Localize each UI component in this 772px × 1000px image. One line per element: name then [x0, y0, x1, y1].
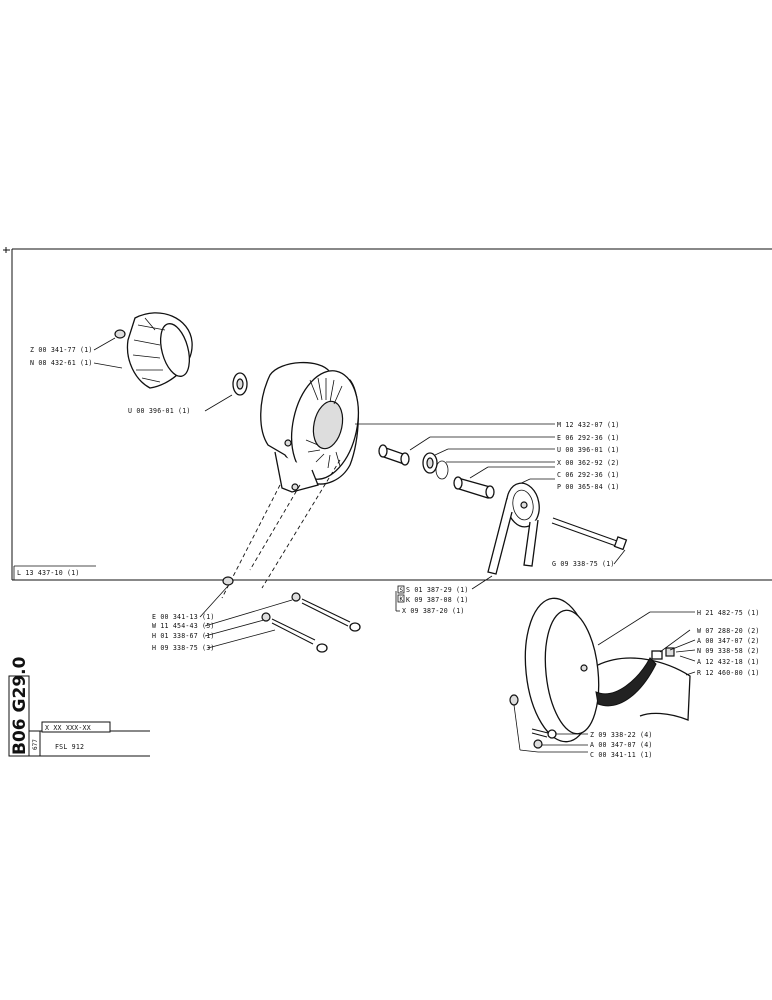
label-stud: H 01 338-67 (1): [152, 632, 215, 640]
label-bearing-left: U 00 396-01 (1): [128, 407, 191, 415]
spacer: [378, 444, 410, 466]
model-label: FSL 912: [55, 743, 84, 751]
label-washer: W 11 454-43 (5): [152, 622, 215, 630]
label-cover-a2: A 12 432-18 (1): [697, 658, 760, 666]
box-code: X XX XXX-XX: [45, 724, 91, 732]
bearing-right: [422, 452, 438, 474]
cover-screws: [509, 694, 557, 749]
side-number: 677: [32, 739, 39, 750]
long-bolt: [551, 517, 628, 551]
label-pulley: P 00 365-84 (1): [557, 483, 620, 491]
belt-s-marker: S: [400, 587, 404, 594]
bearing-left: [232, 372, 248, 396]
fastener-group: [222, 576, 361, 653]
label-screw-z: Z 09 338-22 (4): [590, 731, 653, 739]
label-housing: M 12 432-07 (1): [557, 421, 620, 429]
label-belt-x: X 09 387-20 (1): [402, 607, 465, 615]
label-cover: H 21 482-75 (1): [697, 609, 760, 617]
label-sleeve: C 06 292-36 (1): [557, 471, 620, 479]
label-cover-a1: A 00 347-07 (2): [697, 637, 760, 645]
label-cover-w: W 07 288-20 (2): [697, 627, 760, 635]
label-cover-r: R 12 460-80 (1): [697, 669, 760, 677]
label-bolt: H 09 338-75 (3): [152, 644, 215, 652]
label-fan-hub: N 08 432-61 (1): [30, 359, 93, 367]
label-nut: E 00 341-13 (1): [152, 613, 215, 621]
side-code: B06 G29.0: [10, 656, 30, 755]
label-fan-nut: Z 00 341-77 (1): [30, 346, 93, 354]
belt-k-marker: K: [400, 596, 404, 603]
label-belt-k: K 09 387-08 (1): [406, 596, 469, 604]
circlip: [435, 460, 449, 480]
side-code-block: B06 G29.0 677 X XX XXX-XX FSL 912: [8, 656, 150, 757]
fan-wheel: [114, 312, 193, 389]
label-bearing-right: U 00 396-01 (1): [557, 446, 620, 454]
pulley-belt: [487, 482, 540, 575]
alternator-housing: [260, 361, 359, 493]
sleeve: [453, 476, 495, 499]
label-cover-n: N 09 338-58 (2): [697, 647, 760, 655]
frame: [3, 247, 772, 581]
belt-cover: [524, 597, 691, 743]
belt-labels: S K S 01 387-29 (1) K 09 387-08 (1) X 09…: [395, 575, 493, 615]
label-circlip: X 00 362-92 (2): [557, 459, 620, 467]
label-belt-s: S 01 387-29 (1): [406, 586, 469, 594]
label-long-bolt: G 09 338-75 (1): [552, 560, 615, 568]
label-spacer: E 06 292-36 (1): [557, 434, 620, 442]
label-washer-a: A 00 347-07 (4): [590, 741, 653, 749]
label-housing-bracket: L 13 437-10 (1): [17, 569, 80, 577]
label-nut-c: C 00 341-11 (1): [590, 751, 653, 759]
